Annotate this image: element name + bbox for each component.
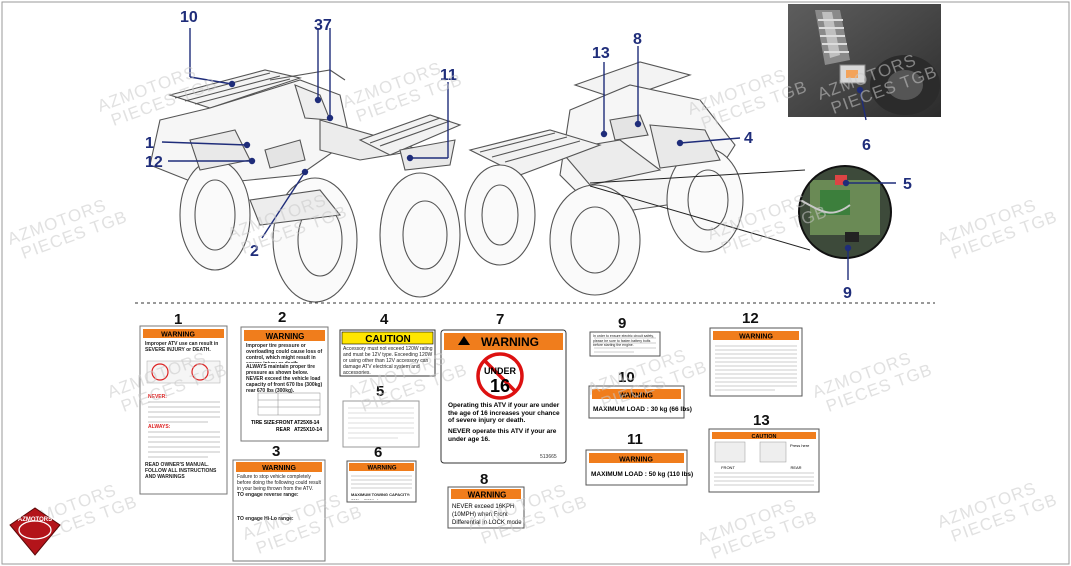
svg-text:4: 4 (380, 311, 389, 328)
svg-text:TIRE SIZE:: TIRE SIZE: (251, 420, 277, 426)
label-13: 13 CAUTION FRONT REAR Press here (708, 412, 820, 493)
svg-text:NEVER exceed 16KPH: NEVER exceed 16KPH (452, 504, 514, 510)
label-7-text1: Operating this ATV if your are under the… (448, 402, 560, 424)
svg-text:WARNING: WARNING (368, 466, 397, 472)
svg-text:WARNING: WARNING (262, 465, 296, 472)
callout-9: 9 (843, 285, 852, 302)
svg-text:MAXIMUM LOAD : 50 kg (110 lbs): MAXIMUM LOAD : 50 kg (110 lbs) (591, 471, 693, 478)
svg-text:AZMOTORS: AZMOTORS (18, 517, 52, 523)
inset-photo-suspension (788, 4, 941, 117)
label-8: 8 WARNING NEVER exceed 16KPH (10MPH) whe… (447, 471, 525, 529)
svg-text:12: 12 (742, 310, 759, 327)
label-3-engage-low: TO engage Hi-Lo range: (237, 516, 294, 522)
svg-text:CAUTION: CAUTION (365, 334, 411, 345)
svg-text:WARNING: WARNING (619, 393, 653, 400)
label-4-text: Accessory must not exceed 120W rating an… (343, 346, 433, 374)
callout-4: 4 (744, 130, 753, 147)
label-3-engage-rev: TO engage reverse range: (237, 492, 299, 498)
callout-numbers: 10 37 11 1 12 2 13 8 4 6 5 9 (145, 9, 912, 302)
label-3-text: Failure to stop vehicle completely befor… (237, 474, 321, 492)
svg-text:REAR: REAR (790, 465, 801, 470)
svg-text:WARNING: WARNING (468, 491, 507, 500)
callout-37: 37 (314, 17, 332, 34)
callout-leaders (161, 28, 896, 280)
label-10: 10 WARNING MAXIMUM LOAD : 30 kg (66 lbs) (588, 369, 692, 419)
label-4: 4 CAUTION (339, 311, 436, 377)
label-12: 12 WARNING (709, 310, 803, 397)
callout-12: 12 (145, 154, 163, 171)
svg-text:NEVER:: NEVER: (148, 394, 167, 400)
svg-text:13: 13 (753, 412, 770, 429)
callout-8: 8 (633, 31, 642, 48)
svg-text:UNDER: UNDER (484, 366, 517, 376)
svg-text:MAXIMUM LOAD : 30 kg (66 lbs): MAXIMUM LOAD : 30 kg (66 lbs) (593, 406, 692, 413)
svg-text:5: 5 (376, 383, 384, 400)
label-6-text: MAXIMUM TOWING CAPACITY: 300kg (660lbs) (351, 492, 411, 500)
label-3: 3 WARNING (232, 443, 326, 562)
svg-text:Press here: Press here (790, 443, 810, 448)
svg-text:1: 1 (174, 311, 182, 328)
svg-text:FRONT: FRONT (721, 465, 735, 470)
svg-text:2: 2 (278, 309, 286, 326)
callout-6: 6 (862, 137, 871, 154)
svg-text:10: 10 (618, 369, 635, 386)
label-2-always: ALWAYS maintain proper tire pressure as … (246, 364, 315, 376)
svg-text:FRONT: FRONT (276, 420, 293, 426)
svg-text:CAUTION: CAUTION (751, 434, 776, 440)
label-1: 1 WARNING NEVER: ALWAYS: (139, 311, 228, 495)
callout-11: 11 (440, 67, 457, 84)
svg-text:AT25X8-14: AT25X8-14 (294, 420, 319, 426)
svg-text:(10MPH) when Front: (10MPH) when Front (452, 512, 508, 518)
svg-text:11: 11 (627, 431, 643, 448)
atv-left-drawing (149, 69, 462, 303)
callout-5: 5 (903, 176, 912, 193)
svg-text:WARNING: WARNING (161, 332, 195, 339)
label-9-text: In order to ensure electric circuit safe… (593, 334, 654, 347)
label-2: 2 WARNING TIRE SIZE: FRONT AT25X8-14 REA… (240, 309, 329, 442)
label-11: 11 WARNING MAXIMUM LOAD : 50 kg (110 lbs… (585, 431, 693, 486)
callout-13: 13 (592, 45, 610, 62)
label-9: 9 (589, 315, 661, 357)
svg-text:WARNING: WARNING (619, 457, 653, 464)
svg-text:WARNING: WARNING (481, 335, 539, 349)
label-2-text: Improper tire pressure or overloading co… (246, 343, 323, 363)
svg-text:7: 7 (496, 311, 504, 328)
svg-text:8: 8 (480, 471, 488, 488)
svg-text:9: 9 (618, 315, 626, 332)
svg-text:513665: 513665 (540, 454, 557, 460)
svg-text:Differential in LOCK mode: Differential in LOCK mode (452, 520, 522, 526)
label-7: 7 WARNING UNDER 16 513665 (440, 311, 567, 464)
svg-text:ALWAYS:: ALWAYS: (148, 424, 171, 430)
svg-text:WARNING: WARNING (266, 332, 305, 341)
label-5: 5 (342, 383, 420, 448)
label-2-never: NEVER exceed the vehicle load capacity o… (246, 376, 323, 393)
label-1-footer: READ OWNER'S MANUAL. FOLLOW ALL INSTRUCT… (145, 462, 217, 480)
label-1-intro: Improper ATV use can result in SEVERE IN… (145, 341, 219, 353)
svg-text:REAR: REAR (276, 427, 291, 433)
svg-text:WARNING: WARNING (739, 334, 773, 341)
callout-10: 10 (180, 9, 198, 26)
label-7-text2: NEVER operate this ATV if your are under… (448, 428, 557, 443)
callout-2: 2 (250, 243, 259, 260)
label-6: 6 WARNING (346, 444, 417, 503)
svg-text:AT25X10-14: AT25X10-14 (294, 427, 322, 433)
svg-text:16: 16 (490, 376, 510, 396)
svg-text:3: 3 (272, 443, 280, 460)
azmotors-logo: AZMOTORS (9, 507, 61, 556)
callout-1: 1 (145, 135, 154, 152)
svg-text:6: 6 (374, 444, 382, 461)
